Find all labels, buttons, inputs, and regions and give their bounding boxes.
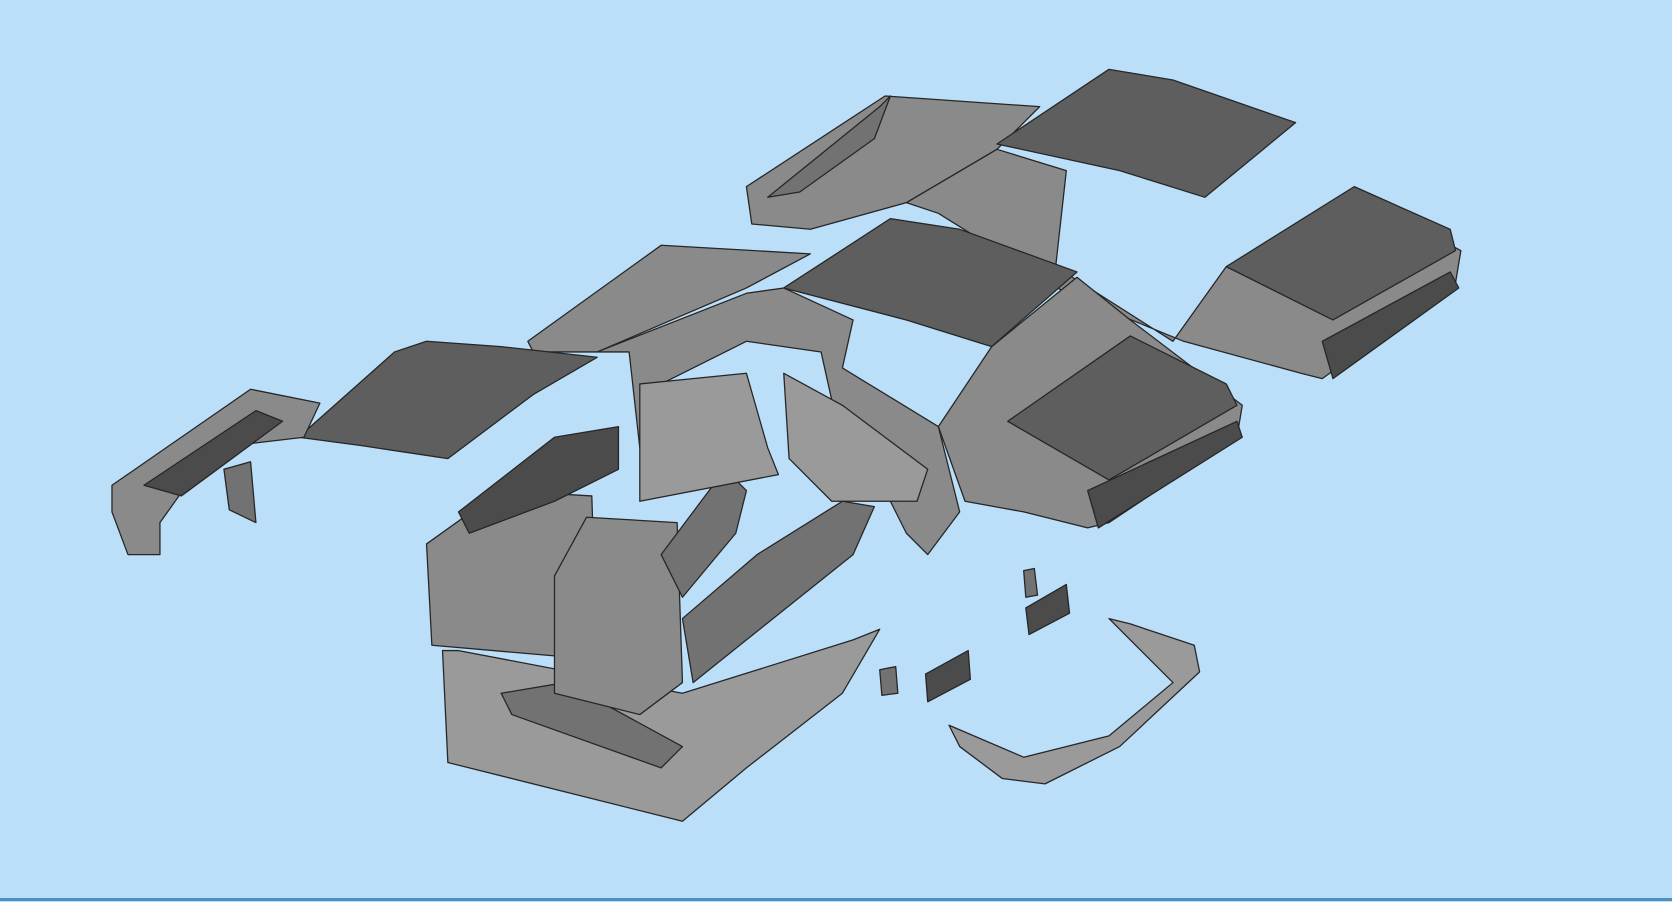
small-trim-parts[interactable] [879,567,1071,703]
rear-bumper[interactable] [948,617,1201,785]
rear-body-shell[interactable] [745,68,1462,380]
interior-assembly[interactable] [425,372,929,822]
hood[interactable] [297,340,598,460]
front-bumper[interactable] [111,388,321,556]
front-body-shell[interactable] [527,217,1243,556]
viewport-border [0,898,1672,901]
